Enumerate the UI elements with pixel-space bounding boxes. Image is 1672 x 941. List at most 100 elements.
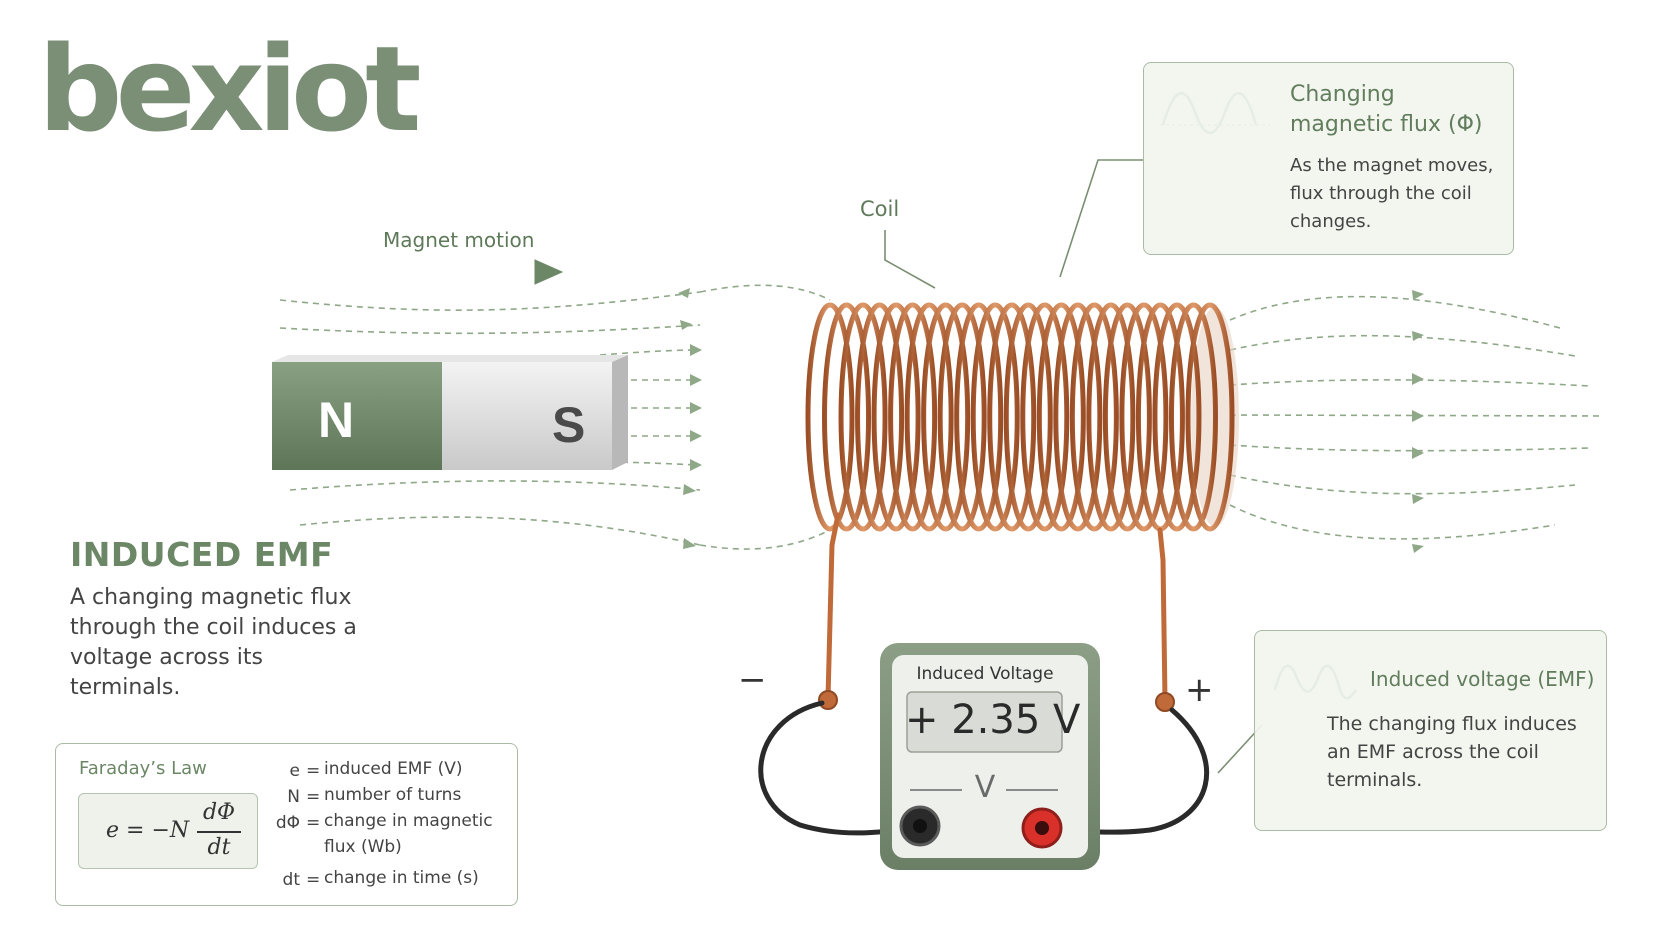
field-line [1229, 379, 1591, 387]
field-arrow [690, 459, 702, 471]
field-arrow [690, 402, 702, 414]
coil-turns [805, 302, 1235, 532]
magnet-motion-label: Magnet motion [383, 228, 535, 252]
terminal-plus-sign: + [1185, 670, 1214, 710]
field-line [1229, 334, 1576, 357]
field-line [699, 284, 831, 301]
meter-title: Induced Voltage [916, 664, 1054, 684]
magnet-end-face [612, 355, 628, 470]
magnet-north-pole [272, 362, 442, 470]
main-description: A changing magnetic flux through the coi… [70, 585, 357, 700]
lead-left-copper [825, 512, 841, 701]
coil-turn [805, 302, 855, 532]
coil-turn [1119, 302, 1169, 532]
variable-description: change in magnetic flux (Wb) [324, 811, 493, 857]
flux-callout-connector [1059, 159, 1143, 278]
coil-turn [1003, 302, 1053, 532]
field-line [299, 516, 701, 546]
coil-turn [1185, 302, 1235, 532]
field-arrow [1412, 544, 1424, 553]
faraday-law-title: Faraday’s Law [79, 758, 207, 779]
variable-symbol: e [289, 761, 300, 781]
coil-turn [822, 302, 872, 532]
variable-equals: = [306, 813, 321, 833]
multimeter [880, 643, 1100, 870]
coil [805, 302, 1239, 532]
field-arrow [1412, 494, 1424, 504]
voltage-callout-description: The changing flux induces an EMF across … [1327, 713, 1577, 791]
coil-label-connector [884, 230, 936, 289]
coil-turn [1168, 302, 1218, 532]
magnet-south-pole [442, 362, 612, 470]
field-line [599, 349, 701, 356]
lead-right-copper [1157, 527, 1168, 703]
coil-turn [855, 302, 905, 532]
meter-unit: V [974, 770, 996, 805]
field-line [1229, 414, 1601, 417]
coil-turn [871, 302, 921, 532]
variable-equals: = [306, 787, 321, 807]
field-arrow [683, 538, 696, 549]
field-line [699, 529, 831, 550]
field-arrows [678, 288, 1424, 553]
bar-magnet: N S [272, 355, 628, 470]
variable-symbol: N [287, 787, 300, 807]
field-arrow [690, 374, 702, 386]
field-line [1229, 474, 1576, 495]
magnet-top-face [272, 355, 628, 362]
variable-description: induced EMF (V) [324, 759, 463, 779]
voltage-callout-title: Induced voltage (EMF) [1370, 667, 1595, 691]
field-line [1229, 295, 1561, 329]
field-line [1229, 504, 1556, 540]
coil-leads [758, 512, 1210, 836]
field-arrow [690, 344, 702, 356]
coil-turn [1086, 302, 1136, 532]
field-arrow [680, 320, 692, 330]
field-arrow [1412, 331, 1424, 341]
field-line [279, 324, 701, 335]
flux-callout-title: Changing magnetic flux (Φ) [1290, 82, 1483, 137]
variable-equals: = [306, 761, 321, 781]
coil-turn [1069, 302, 1119, 532]
coil-turn [1020, 302, 1070, 532]
field-line [279, 291, 701, 311]
coil-turn [1102, 302, 1152, 532]
field-arrow [1412, 290, 1424, 300]
coil-turn [1152, 302, 1202, 532]
coil-turn [954, 302, 1004, 532]
field-arrow [1412, 410, 1424, 422]
brand-logo: bexiot [38, 20, 422, 158]
field-arrow [678, 288, 690, 298]
coil-turn [987, 302, 1037, 532]
coil-turn [970, 302, 1020, 532]
magnet-north-label: N [318, 392, 354, 448]
variable-symbol: dt [282, 870, 300, 890]
flux-callout-description: As the magnet moves, flux through the co… [1290, 155, 1494, 232]
voltage-callout [1254, 630, 1607, 831]
main-title: INDUCED EMF [70, 535, 334, 574]
magnet-south-label: S [552, 397, 585, 453]
flux-callout [1143, 62, 1514, 255]
coil-label: Coil [860, 197, 900, 221]
coil-turn [1053, 302, 1103, 532]
formula-lhs: e = −N [106, 818, 190, 843]
variable-equals: = [306, 870, 321, 890]
field-arrow [1412, 447, 1424, 459]
meter-reading: + 2.35 V [905, 697, 1081, 743]
coil-turn [888, 302, 938, 532]
field-line [289, 480, 701, 491]
terminal-right [1155, 692, 1175, 712]
coil-turn [937, 302, 987, 532]
field-line [1229, 444, 1591, 452]
coil-turn [921, 302, 971, 532]
field-arrow [690, 430, 702, 442]
variable-symbol: dΦ [275, 813, 300, 833]
field-arrow [1412, 373, 1424, 385]
variable-description: number of turns [324, 785, 462, 805]
coil-turn [1036, 302, 1086, 532]
terminal-minus-sign: − [738, 660, 767, 700]
meter-display [906, 691, 1063, 753]
variable-description: change in time (s) [324, 868, 479, 888]
formula-denominator: dt [207, 835, 231, 860]
